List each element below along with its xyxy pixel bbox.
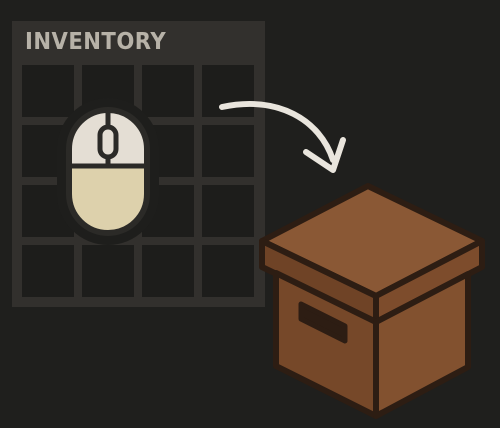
- mouse-left-click-icon: [57, 98, 159, 245]
- box-lid-right: [373, 238, 485, 325]
- inventory-slot[interactable]: [202, 125, 254, 177]
- box-front-right: [373, 271, 471, 419]
- inventory-slot[interactable]: [202, 65, 254, 117]
- inventory-slot[interactable]: [202, 185, 254, 237]
- storage-box-icon: [259, 183, 485, 419]
- mouse-scroll-wheel: [97, 124, 119, 160]
- box-handle: [298, 301, 348, 344]
- inventory-slot[interactable]: [82, 245, 134, 297]
- inventory-slot[interactable]: [142, 245, 194, 297]
- inventory-slot[interactable]: [202, 245, 254, 297]
- inventory-slot[interactable]: [22, 65, 74, 117]
- curved-arrow-icon: [219, 101, 346, 173]
- inventory-slot[interactable]: [22, 245, 74, 297]
- inventory-title: INVENTORY: [25, 29, 167, 55]
- inventory-slot[interactable]: [142, 65, 194, 117]
